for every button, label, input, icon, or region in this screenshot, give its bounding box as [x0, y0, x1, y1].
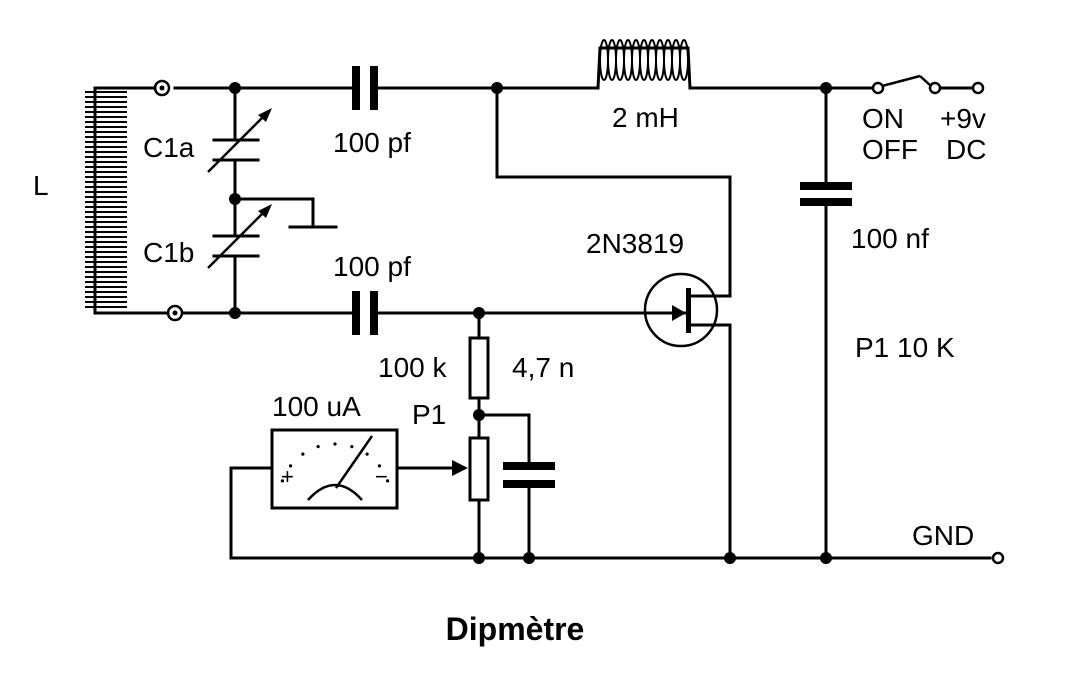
switch-contact-right: [928, 81, 942, 95]
diagram-title: Dipmètre: [446, 611, 585, 647]
pot-value-label: P1 10 K: [855, 332, 955, 363]
meter-100ua: [270, 428, 399, 510]
choke-2mh: [596, 39, 692, 90]
junction-dot: [820, 552, 832, 564]
cap-supply-label: 100 nf: [851, 223, 929, 254]
capacitor-100nf: [800, 182, 852, 206]
gnd-terminal: [991, 551, 1005, 565]
meter-label: 100 uA: [272, 391, 361, 422]
junction-dot: [473, 409, 485, 421]
junction-dot: [473, 307, 485, 319]
junction-dot: [229, 193, 241, 205]
junction-dot: [473, 552, 485, 564]
meter-plus-label: +: [281, 464, 294, 489]
capacitor-c1b: [207, 204, 272, 269]
c1a-label: C1a: [143, 132, 195, 163]
coil-label: L: [33, 170, 49, 201]
choke-label: 2 mH: [612, 102, 679, 133]
terminals: [153, 79, 1005, 565]
capacitor-100pf-top: [352, 66, 378, 110]
junction-dot: [820, 82, 832, 94]
jfet-2n3819: [640, 272, 719, 348]
supply-voltage-label: +9v: [940, 103, 986, 134]
gnd-label: GND: [912, 520, 974, 551]
potentiometer-p1: [452, 436, 490, 502]
wires: [173, 86, 992, 560]
cap-bottom-label: 100 pf: [333, 251, 411, 282]
supply-terminal: [971, 81, 985, 95]
switch-contact-left: [871, 81, 885, 95]
power-switch: [881, 74, 932, 88]
capacitor-100pf-bottom: [352, 291, 378, 335]
c1b-label: C1b: [143, 237, 194, 268]
junction-dot: [229, 307, 241, 319]
coil-L: [85, 86, 170, 315]
pot-label: P1: [412, 399, 446, 430]
junctions: [229, 82, 832, 564]
capacitor-c1a: [207, 108, 272, 173]
resistor-label: 100 k: [378, 352, 447, 383]
meter-minus-label: −: [375, 464, 388, 489]
resistor-100k: [468, 336, 490, 400]
capacitor-4n7: [503, 462, 555, 488]
junction-dot: [229, 82, 241, 94]
cap-meter-label: 4,7 n: [512, 352, 574, 383]
supply-type-label: DC: [946, 134, 986, 165]
cap-top-label: 100 pf: [333, 127, 411, 158]
junction-dot: [724, 552, 736, 564]
junction-dot: [523, 552, 535, 564]
junction-dot: [491, 82, 503, 94]
switch-off-label: OFF: [862, 134, 918, 165]
jfet-label: 2N3819: [586, 228, 684, 259]
switch-on-label: ON: [862, 103, 904, 134]
